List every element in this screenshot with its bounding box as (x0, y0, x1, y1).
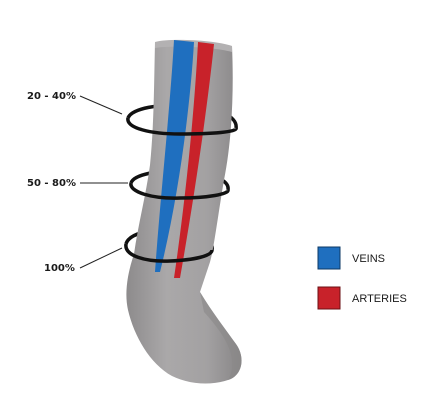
pressure-label-middle: 50 - 80% (27, 178, 76, 189)
leader-line-bottom (79, 247, 123, 269)
compression-rings-front (124, 117, 238, 263)
legend-label-arteries: ARTERIES (352, 293, 407, 305)
ring-front-bottom (124, 243, 214, 263)
pressure-label-top: 20 - 40% (27, 91, 76, 102)
pressure-label-bottom: 100% (44, 263, 75, 274)
leader-line-top (79, 95, 123, 115)
legend-swatch-veins (317, 246, 341, 270)
legend: VEINS ARTERIES (317, 246, 407, 310)
pressure-annotations: 20 - 40% 50 - 80% 100% (27, 91, 128, 274)
ring-front-middle (129, 182, 230, 200)
artery-stripe (174, 42, 214, 278)
sock-toe-shadow (200, 292, 242, 380)
legend-label-veins: VEINS (352, 253, 385, 265)
legend-swatch-arteries (317, 286, 341, 310)
vein-stripe (155, 40, 194, 272)
ring-front-top (126, 117, 238, 136)
